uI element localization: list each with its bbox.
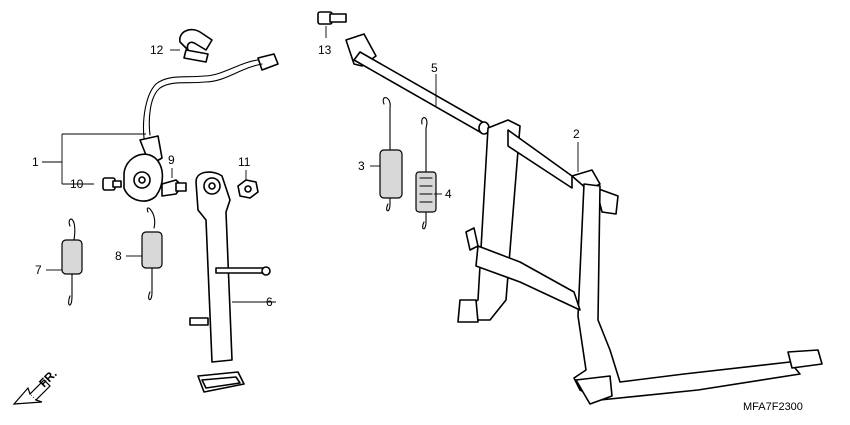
callout-9: 9: [168, 153, 175, 167]
part-2-main-stand: [457, 119, 823, 405]
part-6-side-stand: [189, 171, 271, 393]
callout-labels: 1 2 3 4 5 6 7 8 9 10 11 12 13: [32, 43, 580, 309]
part-1-side-stand-switch: [123, 53, 279, 202]
callout-10: 10: [70, 177, 84, 191]
part-12-clamp: [179, 28, 213, 63]
part-7-spring: [61, 218, 83, 306]
part-13-bolt: [317, 11, 347, 25]
part-10-bolt: [102, 177, 122, 191]
callout-1: 1: [32, 155, 39, 169]
callout-8: 8: [115, 249, 122, 263]
callout-13: 13: [318, 43, 332, 57]
part-9-pivot-bolt: [161, 179, 187, 197]
callout-11: 11: [238, 155, 251, 169]
part-3-spring: [379, 97, 403, 212]
diagram-code: MFA7F2300: [743, 401, 803, 413]
callout-4: 4: [445, 187, 452, 201]
part-4-spring: [415, 117, 437, 230]
part-5-stand-shaft: [345, 33, 490, 135]
callout-2: 2: [573, 127, 580, 141]
leader-lines: [42, 26, 579, 303]
callout-3: 3: [358, 159, 365, 173]
callout-12: 12: [150, 43, 164, 57]
front-arrow: FR.: [12, 367, 60, 405]
callout-7: 7: [35, 263, 42, 277]
callout-5: 5: [431, 61, 438, 75]
part-8-spring: [141, 207, 163, 301]
part-11-nut: [237, 179, 259, 199]
callout-6: 6: [266, 295, 273, 309]
